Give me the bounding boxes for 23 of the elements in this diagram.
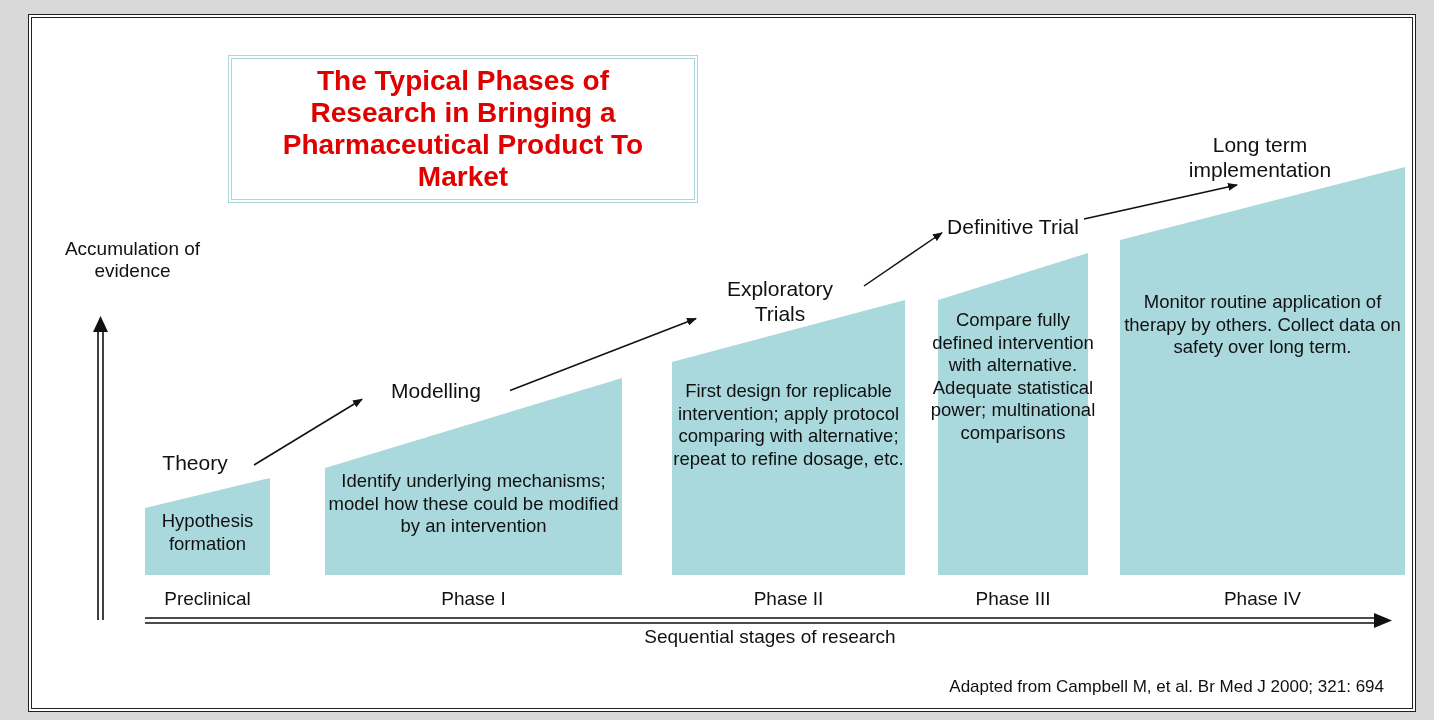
phase-description: Compare fully defined intervention with alternative. Adequate statistical power; multinational comparisons	[930, 309, 1096, 444]
source-caption: Adapted from Campbell M, et al. Br Med J 2000; 321: 694	[949, 677, 1384, 697]
phase-label: Phase III	[974, 588, 1052, 610]
arrow	[253, 398, 363, 466]
phase-description: Hypothesis formation	[160, 510, 255, 555]
stage-heading: Modelling	[366, 378, 506, 403]
stage-heading: Exploratory Trials	[700, 276, 860, 326]
arrow	[1083, 183, 1238, 220]
title: The Typical Phases of Research in Bringing a Pharmaceutical Product To Market	[228, 55, 698, 203]
arrow	[863, 232, 943, 287]
axis-label: Sequential stages of research	[643, 625, 897, 649]
stage-heading: Definitive Trial	[946, 214, 1080, 239]
stage-heading: Long term implementation	[1145, 132, 1375, 182]
phase-description: Identify underlying mechanisms; model how these could be modified by an intervention	[327, 470, 620, 538]
phase-label: Phase IV	[1222, 588, 1303, 610]
arrow	[509, 317, 697, 392]
stage-heading: Theory	[140, 450, 250, 475]
axis-label: Accumulation of evidence	[63, 238, 202, 282]
phase-description: Monitor routine application of therapy by others. Collect data on safety over long term.	[1123, 291, 1402, 359]
phase-description: First design for replicable intervention; apply protocol comparing with alternative; repeat to refine dosage, etc.	[672, 380, 905, 470]
phase-label: Phase II	[752, 588, 825, 610]
phase-label: Phase I	[440, 588, 507, 610]
phase-label: Preclinical	[163, 588, 252, 610]
